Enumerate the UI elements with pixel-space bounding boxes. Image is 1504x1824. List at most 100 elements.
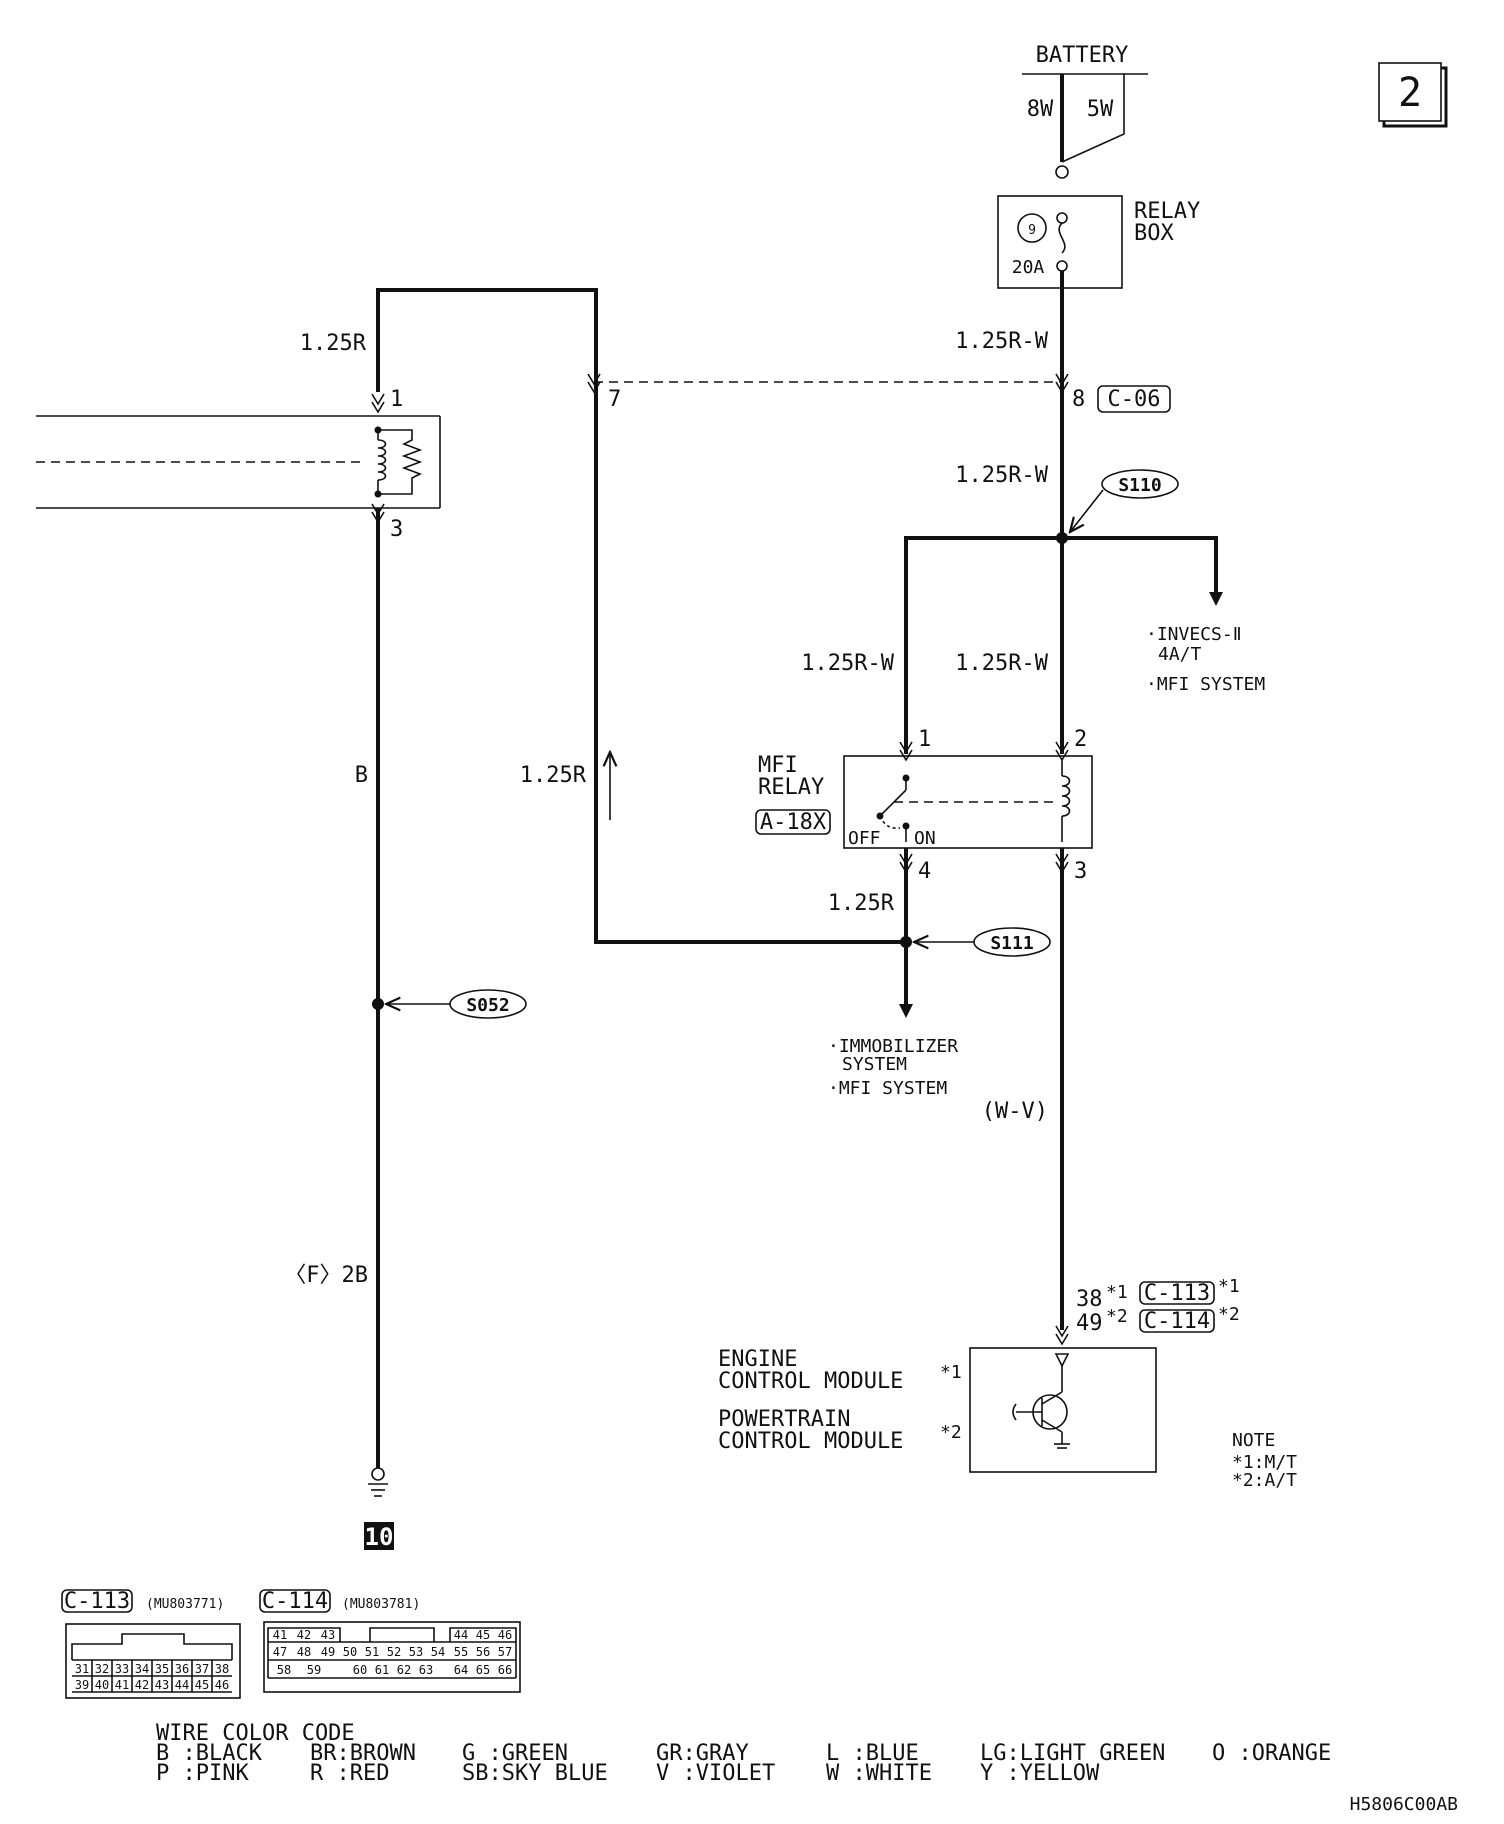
wire-color-code: WIRE COLOR CODE B :BLACK BR:BROWN G :GRE… [156,1721,1331,1786]
relay-box-label-1: RELAY [1134,199,1200,224]
relay-label-1: MFI [758,753,798,778]
c114-pin: 52 [387,1645,401,1659]
left-coil-component: 1 3 [36,387,441,542]
c114-pin: 61 [375,1663,389,1677]
c113-connector-view: C-113 (MU803771) 31 32 33 34 35 36 37 38… [61,1589,241,1699]
wcc-item: L :BLUE [826,1741,919,1766]
invecs-line-2: 4A/T [1158,644,1202,665]
relay-pin-4: 4 [918,859,931,884]
c114-pin: 43 [321,1628,335,1642]
relay-state-off: OFF [848,828,881,849]
c113-pin: 43 [155,1678,169,1692]
splice-s110: S110 [1118,475,1161,496]
c114-pin: 51 [365,1645,379,1659]
c114-pin: 44 [454,1628,468,1642]
ecm-conn-mark-2: *2 [1218,1304,1240,1325]
c114-pin: 57 [498,1645,512,1659]
ecm-label-3: POWERTRAIN [718,1407,850,1432]
fuse-number: 9 [1028,223,1036,238]
c114-pin: 66 [498,1663,512,1677]
wcc-item: GR:GRAY [656,1741,749,1766]
c06-connector: C-06 [1108,387,1161,412]
immo-line-1: ·IMMOBILIZER [828,1036,958,1057]
battery-label: BATTERY [1036,43,1129,68]
relay-pin-2: 2 [1074,727,1087,752]
coil-pin-1: 1 [390,387,403,412]
c114-pin: 45 [476,1628,490,1642]
c113-pin: 33 [115,1662,129,1676]
c114-pin: 64 [454,1663,468,1677]
wcc-item: BR:BROWN [310,1741,416,1766]
c114-pin: 59 [307,1663,321,1677]
c114-pin: 49 [321,1645,335,1659]
c114-pin: 48 [297,1645,311,1659]
mfi-relay: 1 2 MFI RELAY A-18X OFF ON 4 3 [755,727,1093,884]
page-number-box: 2 [1378,62,1448,128]
invecs-line-3: ·MFI SYSTEM [1146,674,1265,695]
engine-control-module [969,1347,1157,1473]
wcc-item: G :GREEN [462,1741,568,1766]
wcc-item: SB:SKY BLUE [462,1761,608,1786]
ecm-label-mark-2: *2 [940,1422,962,1443]
c114-pin: 50 [343,1645,357,1659]
coil-pin-3: 3 [390,517,403,542]
wire-label-relay-right: 1.25R-W [955,651,1048,676]
immo-line-3: ·MFI SYSTEM [828,1078,947,1099]
c114-label: C-114 [262,1589,328,1614]
relay-label-2: RELAY [758,775,824,800]
c114-pin: 55 [454,1645,468,1659]
c113-label: C-113 [64,1589,130,1614]
wire-label-relay-out: 1.25R [828,891,895,916]
ecm-label-1: ENGINE [718,1347,797,1372]
ground-number: 10 [365,1523,394,1551]
c114-pin: 54 [431,1645,445,1659]
c113-pin: 41 [115,1678,129,1692]
c113-pin: 38 [215,1662,229,1676]
wcc-item: Y :YELLOW [980,1761,1100,1786]
diagram-code: H5806C00AB [1350,1794,1458,1815]
c113-pin: 40 [95,1678,109,1692]
wcc-item: O :ORANGE [1212,1741,1331,1766]
relay-box-label-2: BOX [1134,221,1174,246]
wcc-item: R :RED [310,1761,389,1786]
c06-pin-8: 8 [1072,387,1085,412]
wcc-item: LG:LIGHT GREEN [980,1741,1165,1766]
c114-pin: 58 [277,1663,291,1677]
wire-label-ground: B [355,763,368,788]
c114-connector-view: C-114 (MU803781) 41 42 43 44 45 46 47 48… [259,1589,521,1693]
c113-pin: 34 [135,1662,149,1676]
wcc-item: B :BLACK [156,1741,263,1766]
fuse-rating: 20A [1012,257,1045,278]
ecm-label-4: CONTROL MODULE [718,1429,903,1454]
wire-label-middle: 1.25R [520,763,587,788]
c113-pin: 31 [75,1662,89,1676]
wcc-item: W :WHITE [826,1761,932,1786]
c114-pin: 65 [476,1663,490,1677]
c113-pin: 44 [175,1678,189,1692]
relay-pin-3: 3 [1074,859,1087,884]
c113-pin: 46 [215,1678,229,1692]
c113-pin: 35 [155,1662,169,1676]
battery-wire-b: 5W [1087,97,1114,122]
wcc-item: P :PINK [156,1761,249,1786]
ecm-mark-1: *1 [1106,1282,1128,1303]
ecm-conn-c114: C-114 [1144,1309,1210,1334]
c114-pin: 60 [353,1663,367,1677]
c114-pin: 63 [419,1663,433,1677]
note-title: NOTE [1232,1430,1275,1451]
note-line-1: *1:M/T [1232,1452,1297,1473]
c113-pin: 42 [135,1678,149,1692]
c114-pin: 42 [297,1628,311,1642]
wcc-item: V :VIOLET [656,1761,775,1786]
relay-pin-1: 1 [918,727,931,752]
relay-connector: A-18X [760,810,827,835]
relay-box: 9 20A RELAY BOX [997,165,1200,289]
c113-pin: 37 [195,1662,209,1676]
c114-pin: 46 [498,1628,512,1642]
splice-s111: S111 [990,933,1033,954]
c114-part: (MU803781) [342,1597,420,1612]
immo-line-2: SYSTEM [842,1054,907,1075]
c114-pin: 41 [273,1628,287,1642]
c114-pin: 62 [397,1663,411,1677]
